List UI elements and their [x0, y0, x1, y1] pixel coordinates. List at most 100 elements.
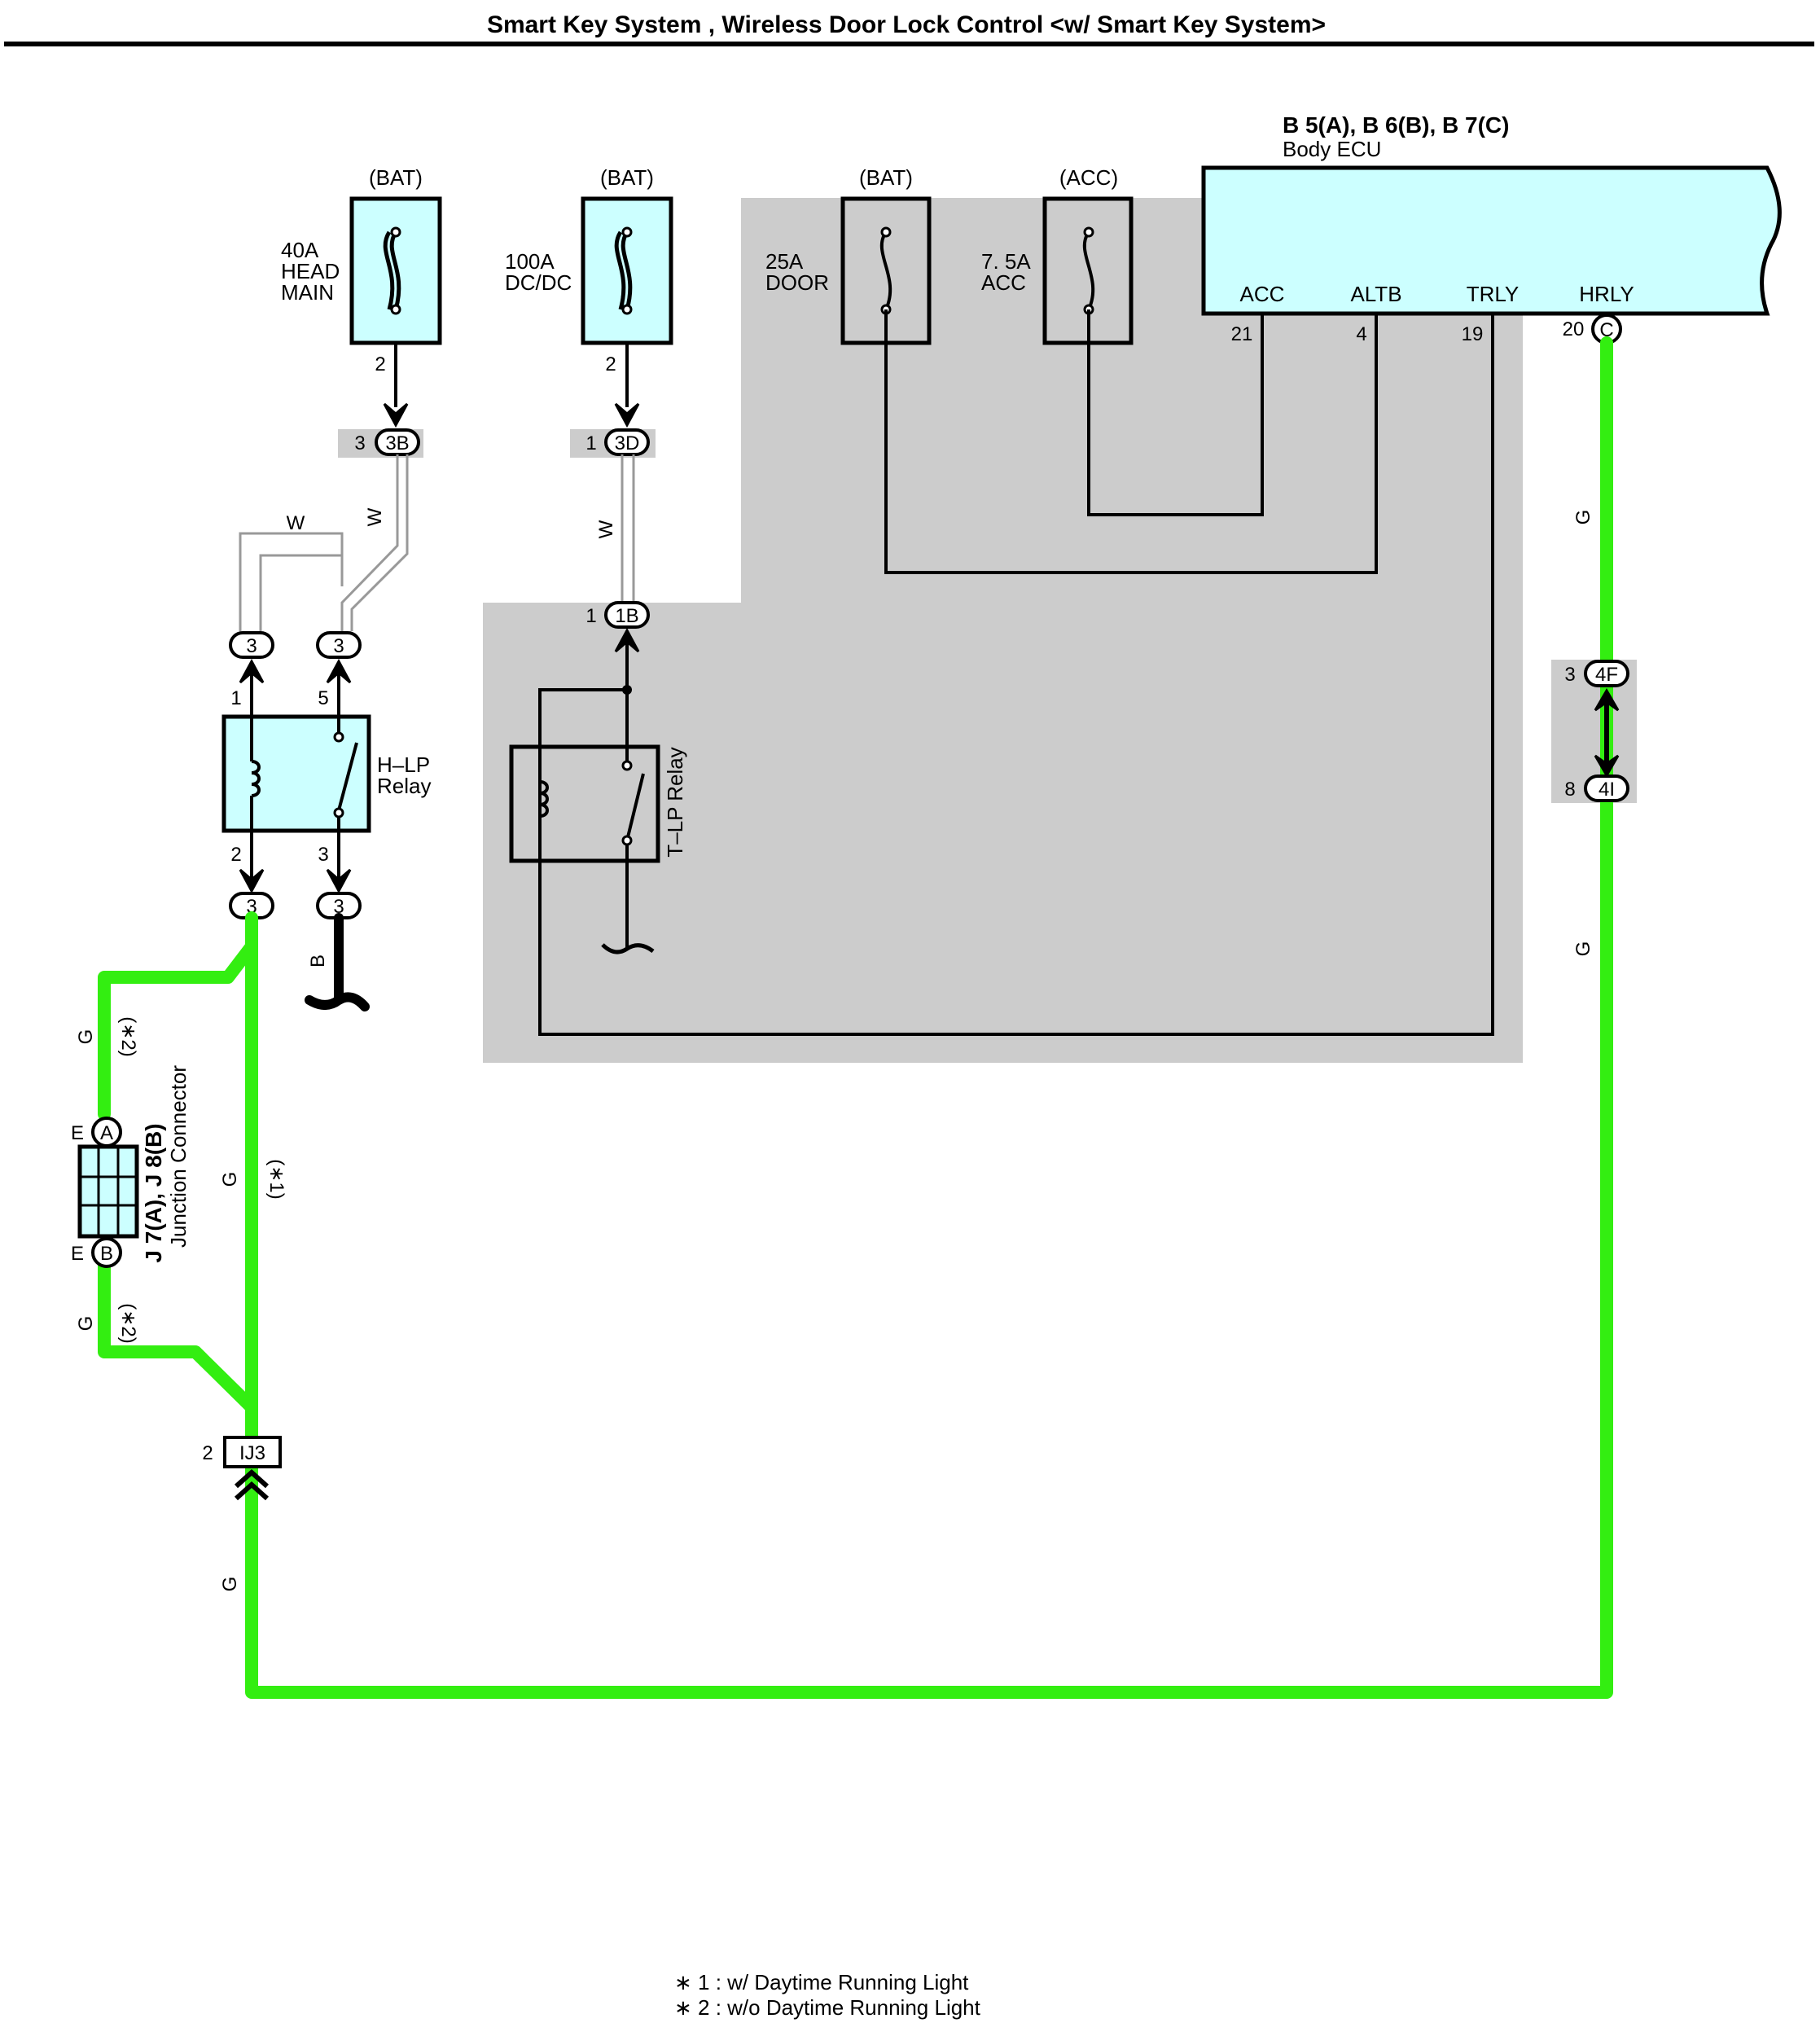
note-star2-top: (∗2)	[117, 1016, 139, 1056]
wire-color-g-4: G	[75, 1029, 97, 1045]
tlp-coil	[538, 690, 549, 1034]
fuse-acc-label-2: ACC	[981, 270, 1026, 295]
junction-connector-box	[77, 1144, 139, 1239]
connector-1b	[604, 601, 650, 629]
wire-color-g-1: G	[1572, 510, 1594, 525]
ecu-terminal-hrly: HRLY	[1579, 282, 1634, 306]
connector-4f	[1584, 660, 1629, 687]
hlp-switch	[337, 742, 358, 811]
connector-3d-pin: 1	[585, 432, 596, 454]
connector-3b-pin: 3	[354, 432, 365, 454]
wire-color-g-2: G	[1572, 941, 1594, 957]
tlp-relay-name: T–LP Relay	[663, 747, 687, 857]
ecu-connectors-label: B 5(A), B 6(B), B 7(C)	[1283, 112, 1509, 138]
hlp-connector-top-right	[316, 631, 362, 659]
wire-color-g-5: G	[75, 1316, 97, 1332]
wire-b-ground	[305, 913, 370, 1011]
fuse-dcdc-label-1: 100A	[505, 249, 555, 274]
fuse-head-label-2: HEAD	[281, 259, 340, 283]
hlp-connector-top-left-label: 3	[246, 635, 257, 657]
ecu-terminal-trly: TRLY	[1467, 282, 1520, 306]
ecu-terminal-acc: ACC	[1240, 282, 1285, 306]
ecu-connector-c-label: C	[1599, 319, 1613, 341]
fuse-dcdc-symbol	[614, 230, 633, 310]
connector-ij3-pin: 2	[202, 1442, 213, 1464]
fuse-door-symbol	[879, 230, 892, 310]
wire-w-3d-to-1b	[621, 454, 635, 601]
hlp-connector-top-left	[229, 631, 274, 659]
connector-4i-label: 4I	[1599, 779, 1615, 801]
ecu-pin-21: 21	[1231, 323, 1253, 345]
hlp-relay-name-2: Relay	[377, 774, 431, 798]
wire-door-to-altb	[884, 309, 1378, 574]
ecu-pin-4: 4	[1356, 323, 1366, 345]
connector-ij3-label: IJ3	[239, 1442, 265, 1464]
tlp-ground	[601, 943, 655, 954]
junction-conn-b-label: B	[100, 1243, 113, 1265]
arrow-3b	[383, 402, 409, 428]
connector-3b-label: 3B	[385, 432, 409, 454]
connector-1b-label: 1B	[615, 605, 638, 627]
fuse-dcdc-source: (BAT)	[600, 165, 654, 190]
fuse-head-symbol	[383, 230, 401, 310]
hlp-pin-1: 1	[230, 687, 241, 709]
wire-color-g-3: G	[219, 1172, 241, 1187]
footnote-2: ∗ 2 : w/o Daytime Running Light	[674, 1995, 981, 2020]
diagram-title: Smart Key System , Wireless Door Lock Co…	[487, 11, 1326, 38]
fuse-dcdc-pin: 2	[605, 353, 616, 375]
hlp-relay-name-1: H–LP	[377, 753, 430, 777]
wire-color-w-2: W	[364, 507, 386, 526]
wire-color-b: B	[307, 954, 329, 968]
junction-name-bold: J 7(A), J 8(B)	[141, 1123, 166, 1262]
hlp-relay-box	[221, 714, 371, 833]
connector-4i-pin: 8	[1564, 779, 1575, 801]
fuse-head-source: (BAT)	[369, 165, 423, 190]
junction-conn-b-pin: E	[71, 1243, 84, 1265]
tlp-relay-box	[509, 744, 660, 863]
connector-3d	[604, 428, 650, 456]
fuse-acc-label-1: 7. 5A	[981, 249, 1031, 274]
fuse-door-label-1: 25A	[765, 249, 804, 274]
hlp-pin-2: 2	[230, 844, 241, 866]
hlp-pin-5: 5	[318, 687, 328, 709]
fuse-head-pin: 2	[375, 353, 385, 375]
junction-conn-a-pin: E	[71, 1122, 84, 1144]
arrow-3d	[614, 402, 640, 428]
fuse-acc-source: (ACC)	[1059, 165, 1118, 190]
wire-g-junction-top	[98, 940, 258, 1121]
hlp-connector-bot-right-label: 3	[333, 896, 344, 918]
wire-color-w-3: W	[595, 520, 617, 538]
footnote-1: ∗ 1 : w/ Daytime Running Light	[674, 1970, 969, 1994]
connector-4f-pin: 3	[1564, 664, 1575, 686]
body-ecu-box	[1201, 165, 1782, 316]
connector-3d-label: 3D	[615, 432, 640, 454]
note-star2-bot: (∗2)	[117, 1303, 139, 1343]
ecu-pin-19: 19	[1462, 323, 1484, 345]
note-star1: (∗1)	[265, 1159, 287, 1199]
ecu-pin-20: 20	[1563, 318, 1585, 340]
connector-ij3-chevron	[234, 1468, 270, 1501]
hlp-pin-3: 3	[318, 844, 328, 866]
fuse-acc-symbol	[1082, 230, 1095, 310]
junction-name: Junction Connector	[166, 1065, 191, 1248]
wire-g-main	[245, 336, 1613, 1699]
wire-g-junction-bot	[98, 1260, 258, 1414]
fuse-door-source: (BAT)	[859, 165, 913, 190]
fuse-head-label-3: MAIN	[281, 280, 334, 305]
fuse-head-label-1: 40A	[281, 238, 319, 262]
connector-4f-label: 4F	[1595, 664, 1618, 686]
fuse-door-label-2: DOOR	[765, 270, 829, 295]
wire-w-3b-to-hlp	[340, 454, 409, 631]
connector-4i	[1584, 774, 1629, 802]
hlp-connector-top-right-label: 3	[333, 635, 344, 657]
wire-color-g-6: G	[219, 1577, 241, 1592]
wire-acc-to-acc	[1087, 309, 1264, 516]
fuse-dcdc-label-2: DC/DC	[505, 270, 572, 295]
wire-w-hlp-loop	[239, 532, 344, 631]
junction-conn-b	[91, 1237, 122, 1268]
tlp-switch	[625, 773, 645, 841]
ecu-name: Body ECU	[1283, 137, 1381, 161]
connector-ij3	[223, 1436, 282, 1468]
connector-1b-pin: 1	[585, 605, 596, 627]
